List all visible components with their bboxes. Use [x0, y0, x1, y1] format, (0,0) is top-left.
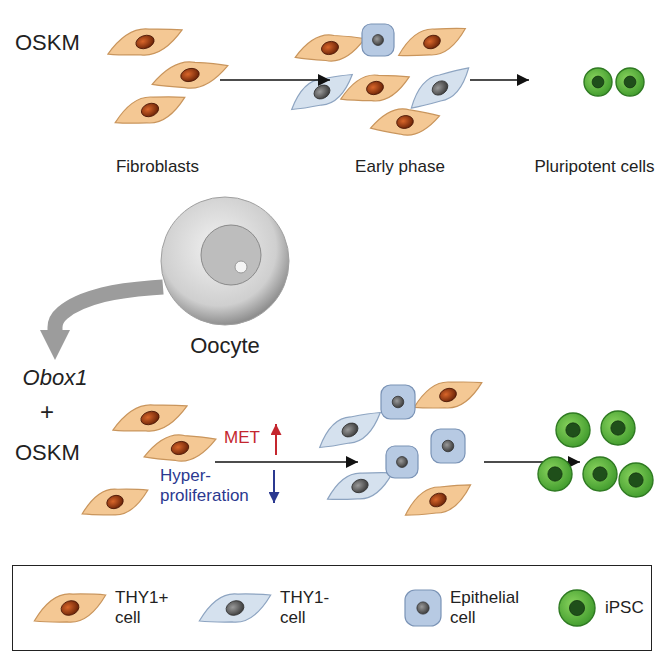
effect-label: Hyper-proliferation	[160, 466, 268, 505]
node-label: Early phase	[355, 157, 445, 177]
curved-arrow	[55, 287, 163, 330]
increase-arrow	[275, 424, 277, 455]
thy1-positive-cell	[400, 472, 477, 527]
ipsc-cell	[583, 457, 617, 491]
epithelial-cell	[431, 429, 465, 463]
epithelial-cell	[386, 446, 418, 478]
factor-label: Obox1	[15, 362, 95, 394]
node-label: Fibroblasts	[116, 157, 199, 177]
thy1-negative-cell	[313, 401, 387, 460]
nucleolus	[235, 261, 247, 273]
epithelial-cell	[381, 385, 415, 419]
thy1-positive-cell	[141, 426, 219, 471]
legend-frame	[12, 565, 652, 651]
thy1-positive-cell	[292, 25, 369, 70]
thy1-negative-cell	[403, 57, 476, 120]
thy1-positive-cell	[29, 581, 111, 636]
effect-label: MET	[224, 428, 260, 448]
epithelial-cell	[405, 590, 441, 626]
epithelial-cell	[362, 24, 394, 56]
legend-text: iPSC	[605, 598, 649, 618]
arrow	[215, 461, 358, 463]
legend-entry: THY1+ cell	[115, 588, 177, 627]
ipsc-cell	[619, 463, 653, 497]
ipsc-cell	[601, 411, 635, 445]
node-label: Obox1	[23, 365, 88, 391]
thy1-positive-cell	[104, 17, 187, 67]
ipsc-cell	[538, 457, 572, 491]
germinal-vesicle	[201, 225, 261, 285]
thy1-positive-cell	[393, 16, 470, 69]
ipsc-cell	[584, 68, 612, 96]
cell-group: Early phase	[330, 20, 470, 180]
legend-text: Epithelial cell	[450, 588, 534, 627]
ipsc-cell	[559, 590, 595, 626]
node-label: Pluripotent cells	[534, 157, 654, 177]
legend-text: THY1- cell	[280, 588, 342, 627]
plus-sign: +	[40, 398, 54, 426]
cell-group: Pluripotent cells	[529, 20, 660, 180]
thy1-positive-cell	[149, 52, 231, 98]
ipsc-cell	[556, 413, 590, 447]
arrow	[470, 79, 529, 81]
oocyte-shape	[159, 195, 291, 327]
thy1-positive-cell	[368, 102, 442, 141]
legend-entry: Epithelial cell	[450, 588, 534, 627]
legend-entry: iPSC	[605, 598, 649, 618]
thy1-positive-cell	[336, 64, 413, 112]
decrease-arrow	[273, 470, 275, 503]
factor-label: OSKM	[15, 440, 80, 465]
cell-group: Fibroblasts	[95, 20, 220, 180]
thy1-negative-cell	[194, 581, 276, 636]
oocyte-membrane	[161, 197, 289, 325]
thy1-positive-cell	[409, 370, 486, 421]
factor-label: OSKM	[15, 30, 80, 55]
oocyte: Oocyte	[155, 195, 295, 362]
legend-entry: THY1- cell	[280, 588, 342, 627]
ipsc-cell	[616, 68, 644, 96]
thy1-positive-cell	[111, 84, 190, 135]
legend-text: THY1+ cell	[115, 588, 177, 627]
arrow	[220, 79, 330, 81]
node-label: Oocyte	[190, 333, 260, 359]
thy1-positive-cell	[77, 477, 152, 527]
